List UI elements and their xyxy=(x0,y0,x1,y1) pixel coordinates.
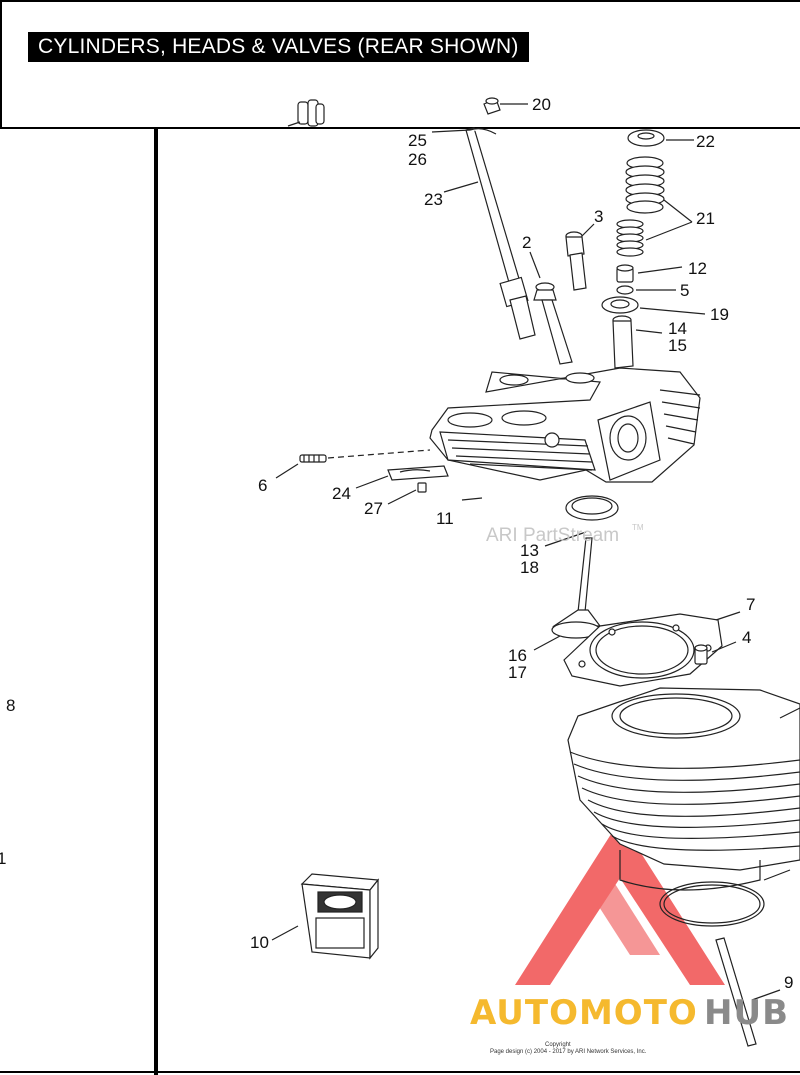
callout-27: 27 xyxy=(364,499,383,518)
part-14-guide xyxy=(612,315,663,369)
callout-8: 8 xyxy=(6,696,15,715)
part-9-stud xyxy=(715,937,781,1047)
copyright-line-1: Copyright xyxy=(545,1042,571,1048)
part-19-washer xyxy=(601,296,706,315)
callout-19: 19 xyxy=(710,305,729,324)
part-o-ring xyxy=(659,869,791,927)
callout-16: 16 xyxy=(508,646,527,665)
callout-18: 18 xyxy=(520,558,539,577)
callout-6: 6 xyxy=(258,476,267,495)
part-12-seal xyxy=(616,264,683,283)
part-11-cylinder-head xyxy=(429,367,701,501)
part-10-gasket-kit xyxy=(271,873,380,960)
callout-15: 15 xyxy=(668,336,687,355)
callout-10: 10 xyxy=(250,933,269,952)
callout-24: 24 xyxy=(332,484,351,503)
logo-triangle xyxy=(515,820,725,985)
part-16-valve xyxy=(533,537,602,651)
callout-5: 5 xyxy=(680,281,689,300)
callout-7: 7 xyxy=(746,595,755,614)
part-13-valve-seat xyxy=(544,495,619,547)
part-24-nameplate xyxy=(355,465,449,489)
watermark-tm: TM xyxy=(632,523,644,532)
callout-20: 20 xyxy=(532,95,551,114)
part-4-dowel xyxy=(694,641,737,665)
part-2-guide xyxy=(529,251,573,365)
part-20-cap xyxy=(483,97,528,115)
part-6-stud xyxy=(275,449,431,479)
callout-26: 26 xyxy=(408,150,427,169)
part-27-screw xyxy=(387,482,427,505)
watermark-text: ARI PartStream xyxy=(486,525,619,546)
logo-text-automoto: AUTOMOTO xyxy=(470,993,698,1033)
part-21-valve-springs xyxy=(616,156,693,257)
page-title: CYLINDERS, HEADS & VALVES (REAR SHOWN) xyxy=(28,32,529,62)
callout-4: 4 xyxy=(742,628,751,647)
callout-17: 17 xyxy=(508,663,527,682)
part-23-pushrod xyxy=(431,127,536,340)
copyright-line-2: Page design (c) 2004 - 2017 by ARI Netwo… xyxy=(490,1049,647,1055)
callout-12: 12 xyxy=(688,259,707,278)
part-1-cylinder xyxy=(567,687,800,891)
automotohub-logo: AUTOMOTO HUB xyxy=(470,993,789,1033)
part-22-spring-cap xyxy=(627,129,694,147)
callout-21: 21 xyxy=(696,209,715,228)
part-3-guide xyxy=(565,223,595,291)
callout-13: 13 xyxy=(520,541,539,560)
part-5-ring xyxy=(616,285,676,295)
callout-3: 3 xyxy=(594,207,603,226)
callout-2: 2 xyxy=(522,233,531,252)
callout-23: 23 xyxy=(424,190,443,209)
callout-labels: 20 25 26 22 23 3 21 2 12 5 19 14 15 6 24… xyxy=(0,95,793,992)
callout-14: 14 xyxy=(668,319,687,338)
logo-text-hub: HUB xyxy=(704,993,789,1033)
callout-22: 22 xyxy=(696,132,715,151)
part-pushrod-cover-top xyxy=(287,99,325,127)
callout-9: 9 xyxy=(784,973,793,992)
part-7-head-gasket xyxy=(563,611,741,687)
callout-25: 25 xyxy=(408,131,427,150)
callout-1: 1 xyxy=(0,849,6,868)
callout-11: 11 xyxy=(436,509,454,528)
